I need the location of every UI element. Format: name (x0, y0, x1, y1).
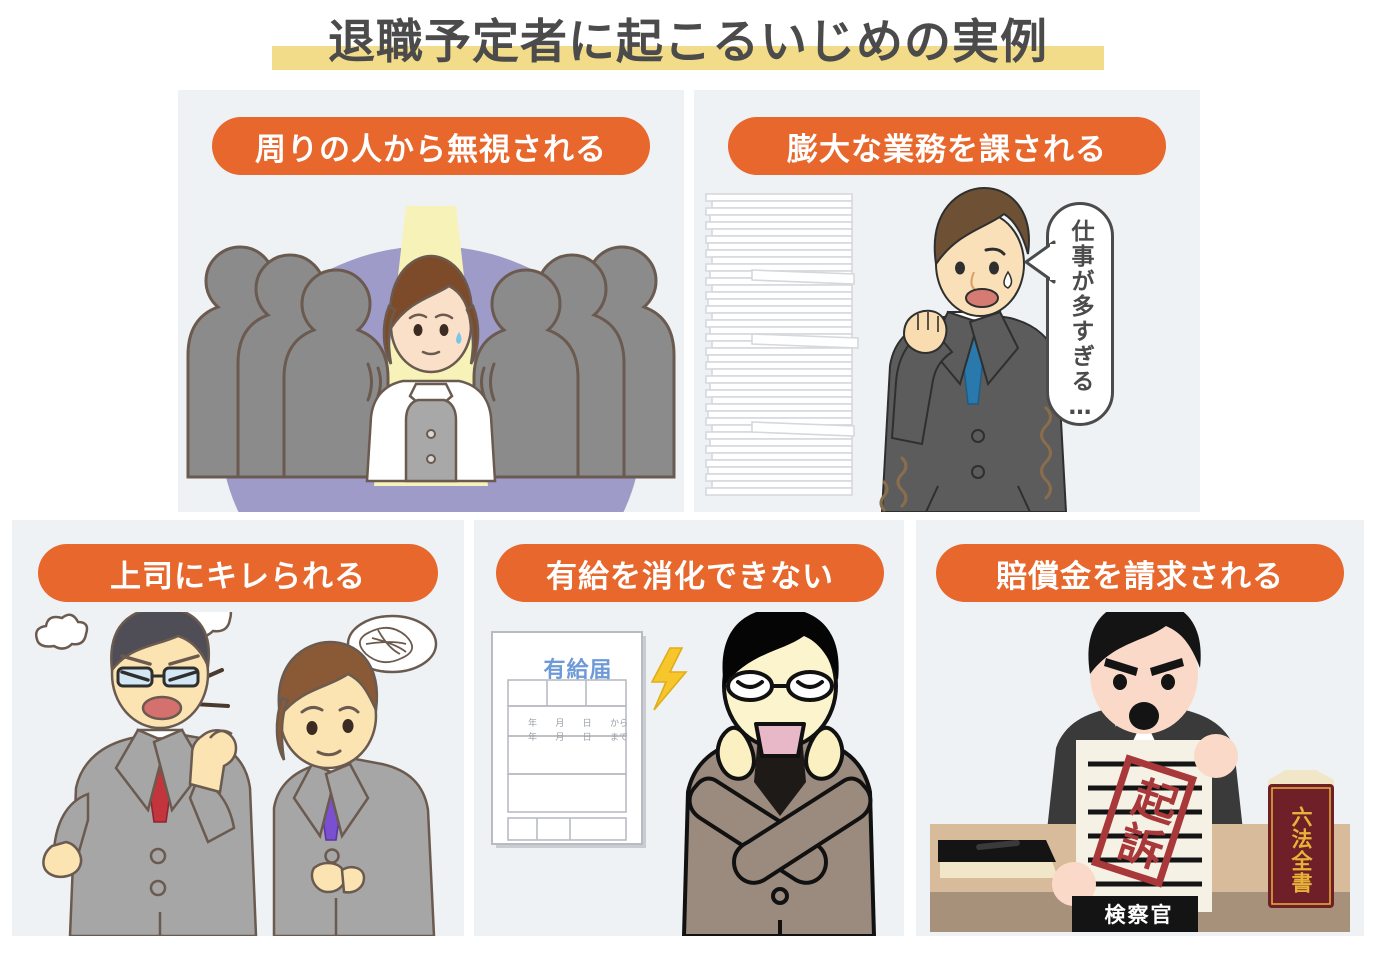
form-day-label-to: 日 (582, 733, 592, 743)
page-title: 退職予定者に起こるいじめの実例 (328, 14, 1048, 70)
panel-3-illustration (12, 612, 464, 936)
speech-bubble-tail (1024, 240, 1056, 284)
panel-4-illustration (474, 612, 904, 936)
form-year-label-from: 年 (528, 719, 538, 729)
panel-4-label: 有給を消化できない (496, 544, 884, 602)
panel-cannot-use-paid-leave: 有給を消化できない (474, 520, 904, 936)
speech-bubble-text: 仕事が多すぎる… (1067, 219, 1093, 422)
page-header: 退職予定者に起こるいじめの実例 (0, 0, 1376, 84)
panel-2-illustration (694, 186, 1200, 512)
panel-damages-claim: 賠償金を請求される (916, 520, 1364, 936)
form-month-label-from: 月 (555, 719, 565, 729)
leave-form-date-row-to: 年 月 日 まで (528, 730, 628, 743)
form-day-label-from: 日 (582, 719, 592, 729)
panel-5-illustration (916, 612, 1364, 936)
form-year-label-to: 年 (528, 733, 538, 743)
panel-5-label: 賠償金を請求される (936, 544, 1344, 602)
law-book-title: 六法全書 (1289, 806, 1313, 894)
panel-excessive-workload: 膨大な業務を課される (694, 90, 1200, 512)
panel-2-label: 膨大な業務を課される (728, 117, 1166, 175)
panel-ignored-by-coworkers: 周りの人から無視される (178, 90, 684, 512)
form-month-label-to: 月 (555, 733, 565, 743)
title-highlight-bar (272, 46, 1104, 70)
form-from-label: から (609, 719, 628, 729)
speech-bubble: 仕事が多すぎる… (1046, 202, 1114, 426)
panel-1-label: 周りの人から無視される (212, 117, 650, 175)
leave-form-title: 有給届 (543, 658, 613, 683)
leave-form (491, 631, 646, 848)
panel-1-illustration (178, 186, 684, 512)
leave-form-date-row-from: 年 月 日 から (528, 716, 628, 729)
form-to-label: まで (609, 733, 628, 743)
nameplate-label: 検察官 (1104, 903, 1174, 927)
panel-boss-anger: 上司にキレられる (12, 520, 464, 936)
panel-3-label: 上司にキレられる (38, 544, 438, 602)
